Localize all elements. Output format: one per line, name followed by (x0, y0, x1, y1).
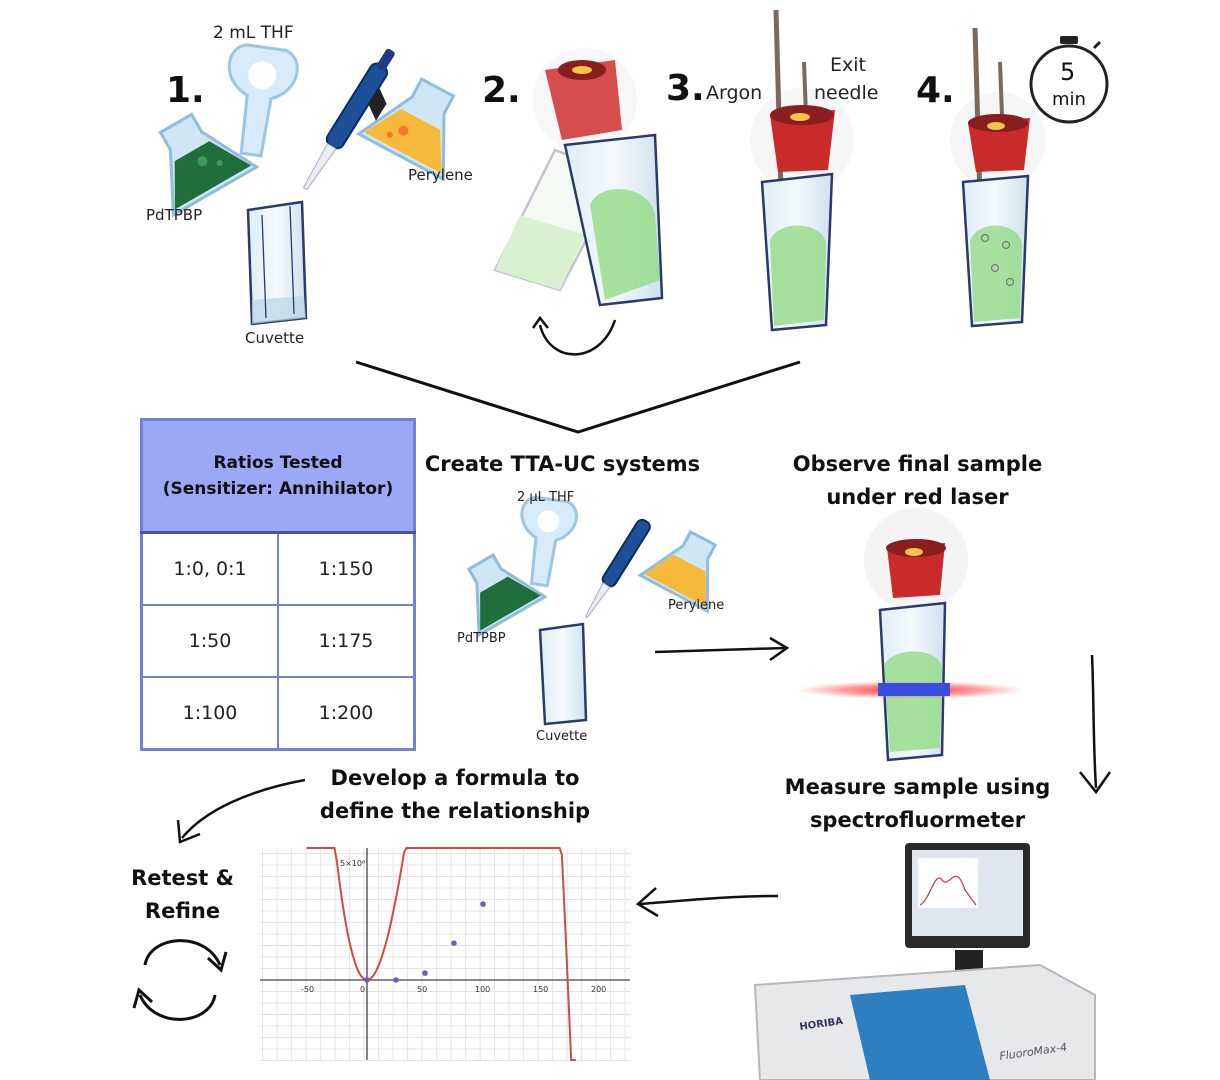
ratio-cell: 1:175 (277, 604, 416, 678)
step1-annihilator-label: Perylene (408, 166, 473, 184)
table-row: 1:50 1:175 (140, 604, 416, 678)
plot-x-tick-label: 0 (360, 985, 365, 994)
retest-line2: Refine (144, 899, 221, 923)
develop-line2: define the relationship (319, 799, 591, 823)
plot-data-point (422, 970, 428, 976)
step1-illustration (158, 43, 456, 326)
step1-vessel-label: Cuvette (245, 329, 305, 347)
observe-line2: under red laser (826, 485, 1009, 509)
arrow-measure-to-plot (639, 894, 779, 906)
table-row: 1:100 1:200 (140, 676, 416, 751)
retest-line1: Retest & (131, 866, 234, 890)
observe-title: Observe final sample under red laser (780, 448, 1055, 514)
arrow-develop-to-retest (181, 778, 306, 839)
step1-sensitizer-label: PdTPBP (146, 206, 203, 224)
arrow-create-to-observe (654, 646, 786, 654)
step3-illustration (750, 9, 854, 332)
thf-flask-icon (227, 43, 299, 158)
table-row: 1:0, 0:1 1:150 (140, 531, 416, 606)
step3-gas-label: Argon (706, 82, 763, 104)
ratio-cell: 1:50 (140, 604, 279, 678)
measure-line2: spectrofluormeter (809, 808, 1026, 832)
perylene-flask-icon (355, 77, 456, 182)
step3-number: 3. (666, 68, 705, 109)
retest-title: Retest & Refine (115, 862, 250, 928)
ratios-header-line1: Ratios Tested (213, 453, 343, 473)
step3-exit-label-1: Exit (830, 54, 866, 76)
ratio-cell: 1:0, 0:1 (140, 531, 279, 606)
timer-value: 5 (1060, 58, 1076, 86)
step3-exit-label-2: needle (814, 82, 879, 104)
develop-title: Develop a formula to define the relation… (300, 762, 610, 828)
fitted-curve (306, 847, 576, 1061)
formula-plot: 5×10⁶ -50 0 50 100 150 200 (260, 847, 630, 1061)
plot-x-tick-label: 200 (591, 985, 606, 994)
plot-x-tick-label: 100 (475, 985, 490, 994)
ratios-header-line2: (Sensitizer: Annihilator) (162, 479, 394, 499)
timer-icon (1029, 36, 1109, 124)
arrow-observe-to-measure (1090, 654, 1098, 789)
refresh-cycle-icon (132, 939, 228, 1021)
ratios-table-header: Ratios Tested (Sensitizer: Annihilator) (141, 419, 415, 534)
plot-y-max-label: 5×10⁶ (340, 859, 365, 868)
observe-illustration (795, 508, 1025, 762)
ratio-cell: 1:150 (277, 531, 416, 606)
create-illustration (466, 495, 718, 726)
ratio-cell: 1:200 (277, 676, 416, 751)
plot-x-tick-label: 150 (533, 985, 548, 994)
plot-data-point (364, 977, 370, 983)
pipette-icon (302, 48, 395, 191)
step1-solvent-label: 2 mL THF (213, 23, 294, 43)
plot-x-tick-label: 50 (417, 985, 427, 994)
pdtpbp-flask-icon (158, 112, 260, 218)
plot-data-point (480, 901, 486, 907)
create-vessel-label: Cuvette (536, 729, 588, 744)
measure-line1: Measure sample using (784, 775, 1051, 799)
step2-number: 2. (482, 70, 521, 111)
create-annihilator-label: Perylene (668, 598, 725, 613)
plot-data-point (393, 977, 399, 983)
observe-line1: Observe final sample (792, 452, 1043, 476)
merge-lines (355, 360, 801, 434)
spectrofluorometer-image: HORIBA FluoroMax-4 (753, 843, 1096, 1080)
create-solvent-label: 2 µL THF (517, 490, 575, 505)
cuvette-inverted-icon (563, 133, 664, 307)
stopper-icon (545, 60, 622, 140)
plot-data-point (451, 940, 457, 946)
blue-emission-band (878, 683, 950, 696)
timer-unit: min (1052, 89, 1086, 110)
ratios-table: Ratios Tested (Sensitizer: Annihilator) … (140, 418, 416, 751)
cuvette-icon (246, 200, 308, 326)
step1-number: 1. (166, 70, 205, 111)
ratio-cell: 1:100 (140, 676, 279, 751)
step4-number: 4. (916, 70, 955, 111)
measure-title: Measure sample using spectrofluormeter (775, 771, 1060, 837)
plot-x-tick-label: -50 (301, 985, 314, 994)
create-title: Create TTA-UC systems (424, 452, 701, 476)
step2-illustration (493, 48, 664, 356)
step4-illustration (950, 27, 1109, 328)
rotate-arrow-icon (538, 319, 617, 356)
develop-line1: Develop a formula to (330, 766, 580, 790)
create-sensitizer-label: PdTPBP (457, 631, 506, 646)
